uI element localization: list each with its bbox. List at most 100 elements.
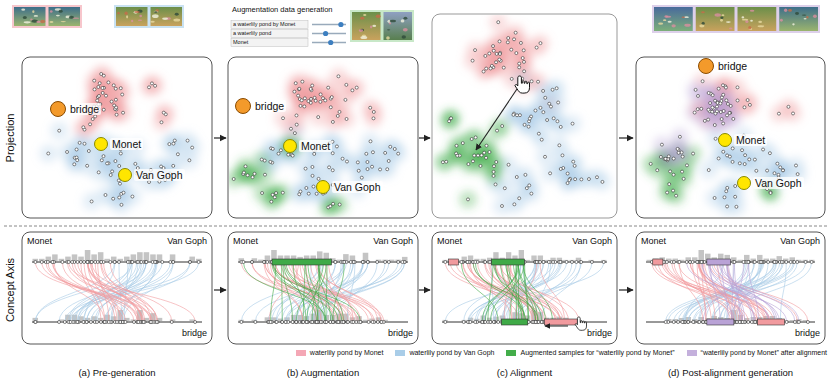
sample-dot [319,100,322,103]
histogram-bar [455,321,460,322]
sample-dot [191,146,194,149]
sample-dot [338,203,341,206]
sample-curve [292,262,372,322]
sample-dot [744,154,747,157]
hand-cursor [515,76,530,93]
paint-stroke [682,17,686,18]
paint-stroke [726,21,731,23]
sample-dot [73,163,76,166]
sample-dot [101,86,104,89]
sample-dot [501,125,504,128]
sample-dot [327,86,330,89]
sample-curve [470,262,603,322]
axis-sample [242,261,245,264]
illustration-part [441,21,603,208]
row-separator [4,226,827,227]
sample-dot [729,104,732,107]
sample-dot [317,116,320,119]
density-blob [787,156,805,174]
sample-dot [524,173,527,176]
sample-dot [90,200,93,203]
sample-dot [281,191,284,194]
paint-stroke [403,28,408,32]
sample-dot [513,38,516,41]
sample-curve [284,262,383,322]
sample-dot [518,66,521,69]
axis-sample [34,321,37,324]
density-blob [319,79,337,97]
sample-dot [466,198,469,201]
range-box [449,259,459,265]
axis-sample [118,261,121,264]
density-blob [364,109,382,127]
axis-sample [154,261,157,264]
axis-sample [315,321,318,324]
sample-dot [546,119,549,122]
sample-dot [450,117,453,120]
sample-dot [731,160,734,163]
axis-sample [113,261,116,264]
sample-dot [544,96,547,99]
histogram-bar [163,261,169,262]
sample-dot [479,164,482,167]
sample-dot [518,114,521,117]
sample-dot [86,164,89,167]
axis-sample [325,321,328,324]
sample-dot [515,52,518,55]
paint-stroke [154,11,159,13]
histogram-bar [595,321,600,322]
sample-dot [83,142,86,145]
density-blob [476,47,494,65]
sample-dot [714,137,717,140]
density-blob [779,98,797,116]
paint-stroke [699,25,704,28]
sample-dot [507,163,510,166]
paint-stroke [138,19,142,20]
axis-sample [126,261,129,264]
axis-sample [63,321,66,324]
sample-curve [48,262,134,322]
sample-dot [102,155,105,158]
sample-dot [118,196,121,199]
sample-dot [312,185,315,188]
sample-curve [104,262,145,322]
paint-stroke [729,28,732,30]
sample-dot [114,98,117,101]
sample-dot [514,31,517,34]
sample-dot [495,61,498,64]
paint-stroke [403,17,407,20]
sample-dot [295,123,298,126]
sample-dot [715,110,718,113]
histogram-bar [150,254,156,261]
sample-dot [680,151,683,154]
sample-dot [484,54,487,57]
paint-stroke [126,15,128,18]
density-blob [386,140,404,158]
sample-dot [293,132,296,135]
sample-dot [696,108,699,111]
axis-sample [85,321,88,324]
concept-axis-plot [442,250,607,325]
sample-dot [668,183,671,186]
painting-thumbnail [151,7,183,26]
sample-curve [53,262,123,322]
density-blob [50,122,68,140]
sample-dot [160,121,163,124]
sample-dot [331,169,334,172]
sample-curve [315,262,356,322]
sample-dot [365,152,368,155]
sample-dot [474,136,477,139]
sample-curve [525,262,529,322]
sample-dot [675,194,678,197]
sample-dot [518,62,521,65]
paint-stroke [742,19,748,21]
density-blob [717,91,735,109]
sample-dot [719,111,722,114]
sample-dot [232,178,235,181]
sample-dot [497,21,500,24]
sample-dot [118,164,121,167]
density-blob [296,89,314,107]
axis-sample [61,261,64,264]
axis-sample [315,321,318,324]
sample-dot [672,189,675,192]
